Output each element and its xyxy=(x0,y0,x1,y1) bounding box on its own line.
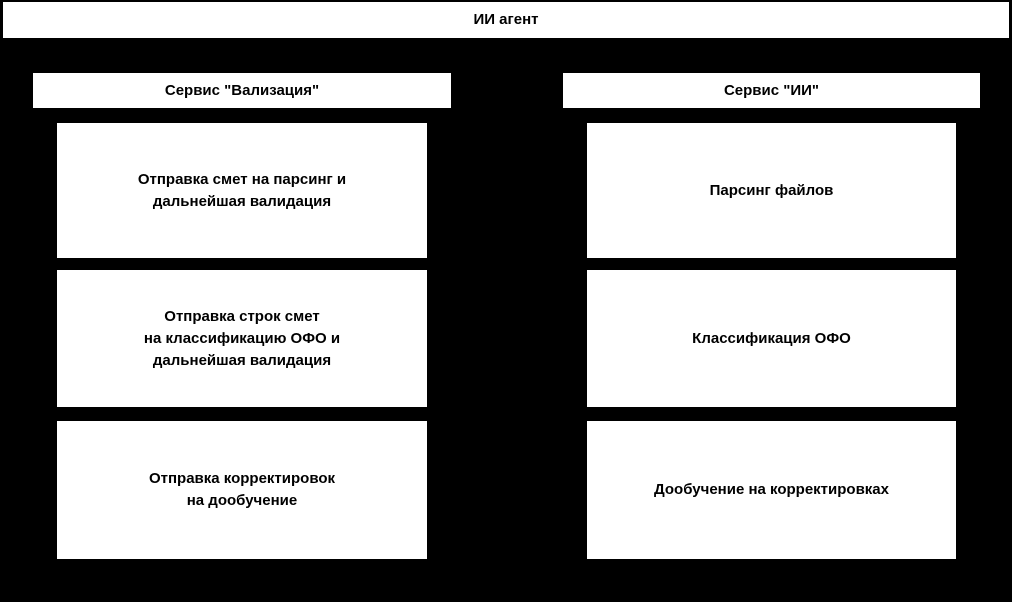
process-box-send-estimates-parsing: Отправка смет на парсинг и дальнейшая ва… xyxy=(57,123,427,258)
column-header-label: Сервис "ИИ" xyxy=(723,81,820,99)
diagram-title: ИИ агент xyxy=(473,11,539,28)
column-header-validation-service: Сервис "Вализация" xyxy=(33,73,451,108)
process-box-label: Дообучение на корректировках xyxy=(654,481,889,498)
process-box-send-corrections-training: Отправка корректировок на дообучение xyxy=(57,421,427,559)
process-box-file-parsing: Парсинг файлов xyxy=(587,123,956,258)
column-header-label: Сервис "Вализация" xyxy=(164,81,320,99)
title-bar: ИИ агент xyxy=(3,2,1009,38)
process-box-label: Отправка смет на парсинг и дальнейшая ва… xyxy=(137,170,347,210)
process-box-label: Отправка строк смет на классификацию ОФО… xyxy=(143,307,341,369)
process-box-label: Парсинг файлов xyxy=(709,181,834,199)
process-box-label: Классификация ОФО xyxy=(692,329,851,347)
process-box-ofo-classification: Классификация ОФО xyxy=(587,270,956,407)
column-header-ai-service: Сервис "ИИ" xyxy=(563,73,980,108)
process-box-send-rows-classification: Отправка строк смет на классификацию ОФО… xyxy=(57,270,427,407)
process-box-label: Отправка корректировок на дообучение xyxy=(148,470,336,509)
process-box-retraining-on-corrections: Дообучение на корректировках xyxy=(587,421,956,559)
